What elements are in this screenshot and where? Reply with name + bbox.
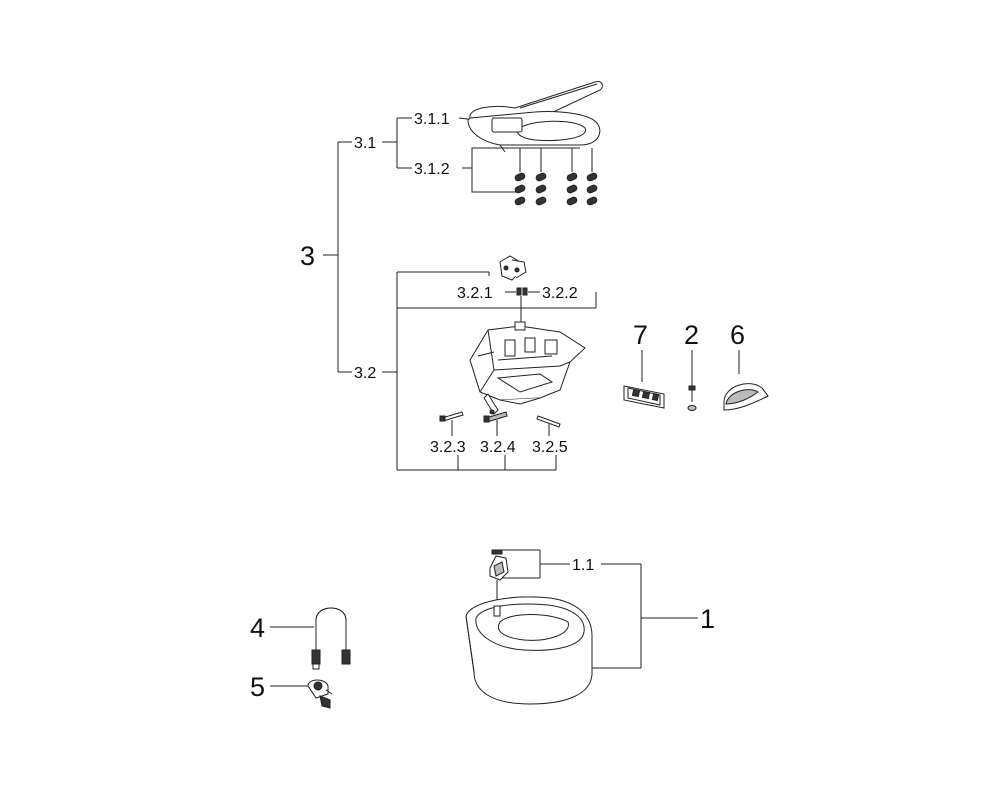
- label-3-1-2: 3.1.2: [414, 161, 450, 178]
- fixing-screws-drawing: [439, 411, 561, 428]
- seat-buffers-drawing: [514, 148, 598, 206]
- label-3-1: 3.1: [354, 135, 376, 152]
- label-7: 7: [633, 320, 648, 350]
- label-6: 6: [730, 320, 745, 350]
- label-3-1-1: 3.1.1: [414, 111, 450, 128]
- base-unit-drawing: [469, 321, 586, 415]
- label-4: 4: [250, 613, 265, 643]
- connector-valve-drawing: [307, 679, 333, 709]
- remote-control-drawing: [623, 385, 665, 409]
- label-3: 3: [300, 241, 315, 271]
- label-3-2-5: 3.2.5: [532, 439, 568, 456]
- label-1: 1: [700, 604, 715, 634]
- part-labels: 3 3.1 3.1.1 3.1.2 3.2 3.2.1 3.2.2 3.2.3 …: [250, 111, 745, 702]
- label-3-2-3: 3.2.3: [430, 439, 466, 456]
- label-3-2-2: 3.2.2: [542, 285, 578, 302]
- label-3-2-4: 3.2.4: [480, 439, 516, 456]
- cover-plate-drawing: [723, 383, 769, 411]
- bracket-part-drawing: [499, 255, 528, 296]
- screw-drawing: [687, 385, 697, 411]
- label-3-2-1: 3.2.1: [457, 285, 493, 302]
- label-5: 5: [250, 672, 265, 702]
- mounting-bracket-drawing: [489, 549, 509, 608]
- toilet-bowl-drawing: [465, 596, 593, 705]
- label-1-1: 1.1: [572, 557, 594, 574]
- connection-hose-drawing: [311, 607, 351, 670]
- seat-and-lid-drawing: [467, 81, 603, 153]
- label-3-2: 3.2: [354, 365, 376, 382]
- label-2: 2: [684, 320, 699, 350]
